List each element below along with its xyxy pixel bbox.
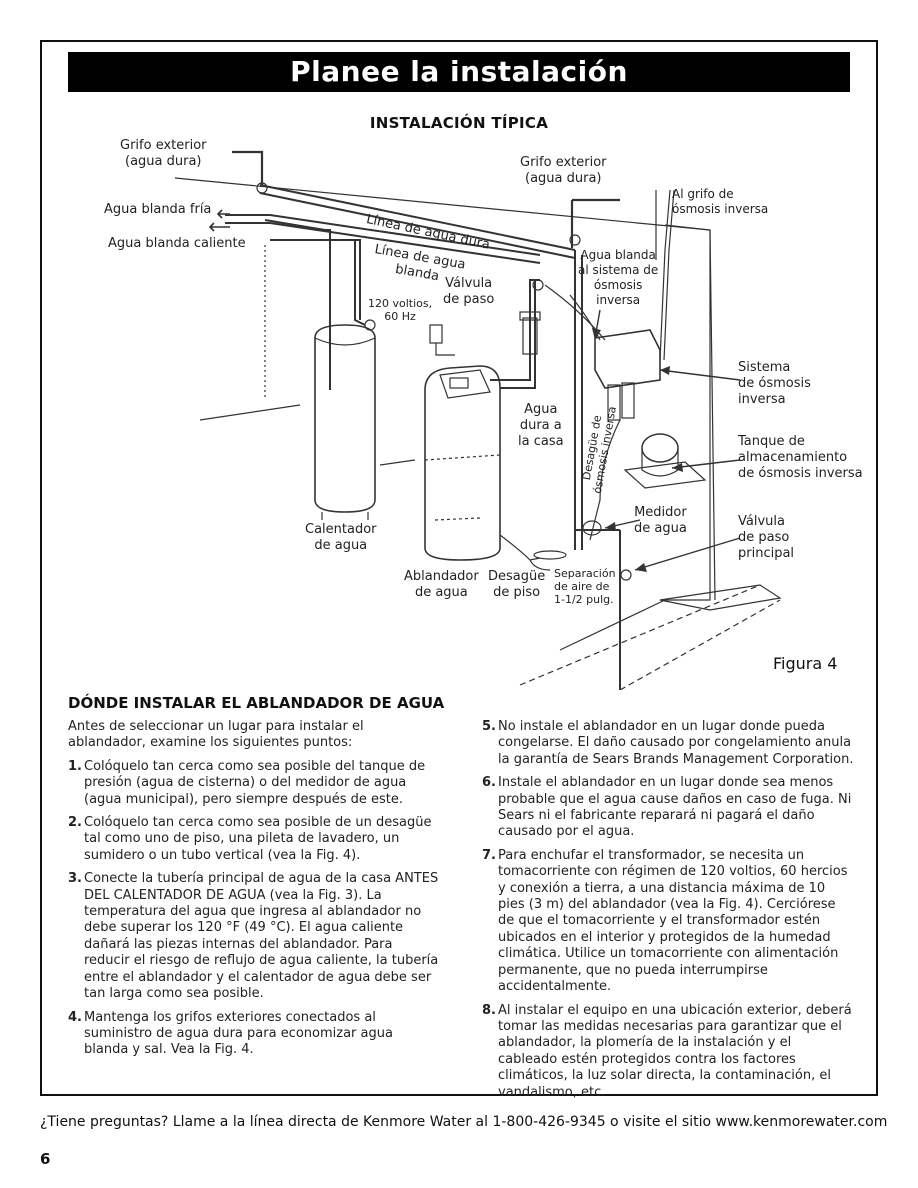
- figure-title: INSTALACIÓN TÍPICA: [369, 114, 549, 132]
- list-item: 7. Para enchufar el transformador, se ne…: [482, 847, 848, 995]
- page-number: 6: [40, 1150, 51, 1168]
- left-column: Antes de seleccionar un lugar para insta…: [68, 719, 440, 1066]
- list-item: 8. Al instalar el equipo en una ubicació…: [482, 1002, 852, 1100]
- list-item: 5. No instale el ablandador en un lugar …: [482, 719, 854, 767]
- label-voltios: 120 voltios,60 Hz: [368, 297, 433, 323]
- label-grifo-exterior-2: Grifo exterior(agua dura): [520, 155, 607, 186]
- list-item: 1. Colóquelo tan cerca como sea posible …: [68, 758, 426, 807]
- page-frame: [40, 40, 878, 1096]
- section-heading: DÓNDE INSTALAR EL ABLANDADOR DE AGUA: [68, 694, 445, 712]
- label-agua-blanda-fria: Agua blanda fría: [104, 202, 212, 217]
- page-title: Planee la instalación: [68, 52, 850, 92]
- figure-caption: Figura 4: [773, 654, 838, 673]
- list-item: 2. Colóquelo tan cerca como sea posible …: [68, 815, 432, 863]
- list-item: 6. Instale el ablandador en un lugar don…: [482, 775, 852, 840]
- list-item: 3. Conecte la tubería principal de agua …: [68, 871, 439, 1002]
- section-intro: Antes de seleccionar un lugar para insta…: [68, 719, 364, 751]
- right-column: 5. No instale el ablandador en un lugar …: [482, 719, 854, 1108]
- label-agua-blanda-caliente: Agua blanda caliente: [108, 236, 246, 251]
- list-item: 4. Mantenga los grifos exteriores conect…: [68, 1009, 393, 1058]
- footer-contact: ¿Tiene preguntas? Llame a la línea direc…: [40, 1114, 888, 1130]
- installation-diagram: [174, 150, 782, 690]
- label-grifo-exterior-1: Grifo exterior(agua dura): [120, 138, 207, 169]
